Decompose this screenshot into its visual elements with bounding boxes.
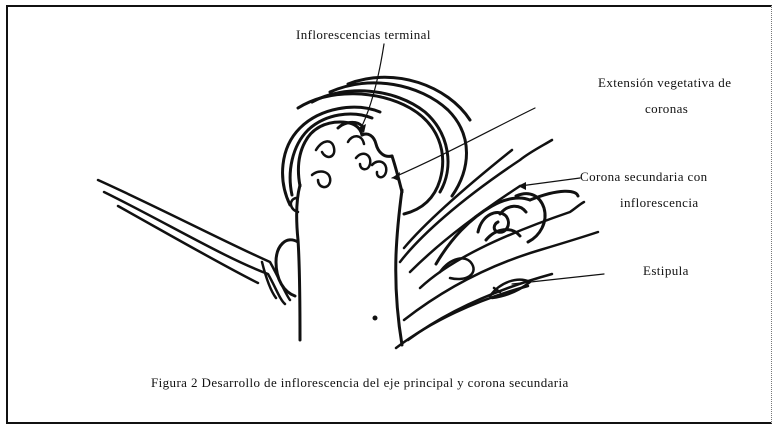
label-corona-secundaria-line1: Corona secundaria con: [580, 169, 708, 184]
label-estipula: Estipula: [643, 263, 689, 278]
label-inflorescencias-terminal: Inflorescencias terminal: [296, 27, 431, 42]
main-stem: [297, 185, 402, 345]
label-extension-vegetativa-line2: coronas: [645, 101, 688, 116]
label-extension-vegetativa-line1: Extensión vegetativa de: [598, 75, 731, 90]
terminal-florets: [291, 136, 386, 212]
figure-caption: Figura 2 Desarrollo de inflorescencia de…: [151, 375, 569, 390]
left-axillary-bud: [276, 240, 298, 296]
label-corona-secundaria-line2: inflorescencia: [620, 195, 699, 210]
apex-dome: [298, 122, 402, 192]
secondary-crown: [436, 191, 578, 264]
left-leaf: [98, 180, 290, 304]
